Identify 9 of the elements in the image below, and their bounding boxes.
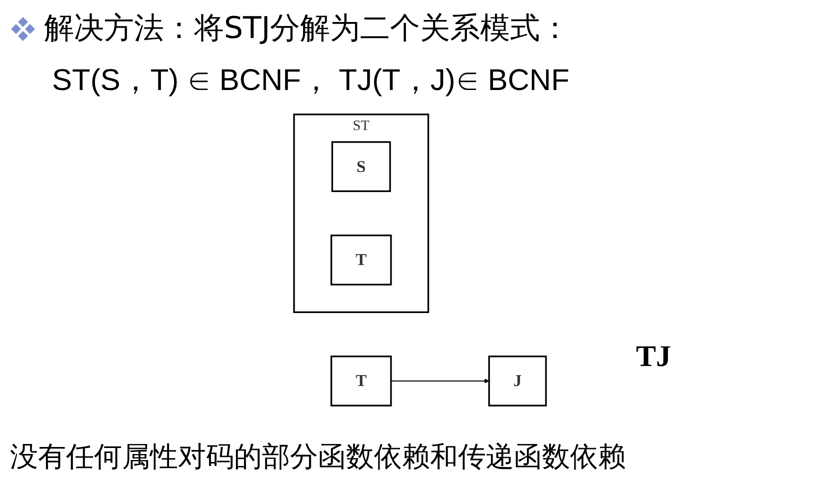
- node-box: T: [330, 356, 392, 406]
- note-text: 没有任何属性对码的部分函数依赖和传递函数依赖: [10, 439, 626, 475]
- node-box: J: [488, 356, 547, 406]
- node-box: T: [330, 234, 392, 286]
- formula-text: ST(S，T) ∈ BCNF， TJ(T，J)∈ BCNF: [52, 63, 570, 99]
- relation-name: TJ: [636, 340, 672, 374]
- title: 解决方法：将STJ分解为二个关系模式：: [44, 10, 570, 48]
- node-box: S: [331, 141, 391, 192]
- arrow: [391, 378, 490, 384]
